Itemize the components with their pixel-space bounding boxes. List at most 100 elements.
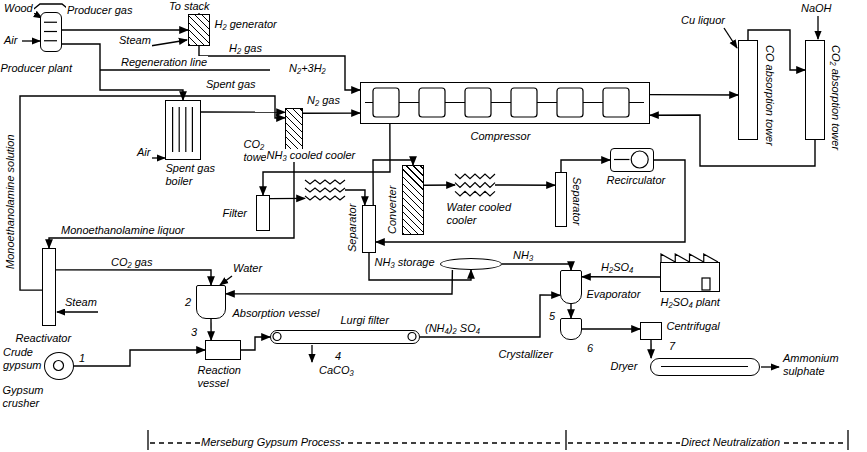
equipment-box: NH₃ cooled cooler [305,178,345,202]
callout-number: 3 [190,326,198,339]
flow-label: H₂ gas [228,42,263,55]
equipment-box: Reaction vessel [205,340,241,360]
flow-line [56,270,211,285]
input-label: Crude gypsum [2,346,42,372]
compressor-cylinder [419,88,445,117]
flow-line [303,112,360,114]
equipment-label: Water cooled cooler [446,201,528,227]
flow-line [650,115,815,166]
input-label: Cu liquor [680,14,726,27]
equipment-strokes [661,254,718,290]
coil-stroke [305,188,345,192]
callout-number: 5 [548,310,556,323]
flow-line [210,319,212,340]
equipment-label: H₂ generator [214,18,278,31]
equipment-label: Centrifugal [666,320,721,333]
flow-line [270,198,305,200]
flow-line [582,276,660,278]
flow-line [570,304,571,318]
equipment-strokes [305,180,345,200]
flow-line [74,350,205,366]
building-door [702,278,710,290]
coil-stroke [455,183,495,188]
input-label: Steam [118,34,152,47]
equipment-label: NH₃ storage [374,256,436,269]
equipment-strokes [614,151,648,168]
flow-label: NH₃ [512,249,534,262]
coil-stroke [455,174,495,179]
equipment-strokes [54,361,64,371]
equipment-label: Reaction vessel [197,364,259,390]
belt-roller [273,333,281,341]
equipment-label: Crystallizer [498,348,554,361]
callout-number: 7 [668,340,676,353]
equipment-label: CO absorption tower [763,44,776,147]
coil-stroke [455,191,495,196]
equipment-strokes [173,107,193,152]
flow-label: CO₂ gas [110,256,154,269]
equipment-box: Absorption vessel [196,285,226,319]
flow-label: N₂ gas [306,94,341,107]
regeneration-pipe [100,69,270,70]
flow-line [62,29,188,30]
equipment-box: Filter [256,195,270,231]
equipment-label: NH₃ cooled cooler [266,149,357,162]
flow-line [199,46,360,90]
input-label: Steam [64,296,98,309]
liquor-pipe [724,28,737,48]
flow-line [241,337,270,350]
equipment-detail [305,178,345,202]
bracket-tick [565,430,566,450]
flow-label: (NH₄)₂ SO₄ [424,322,481,335]
compressor-cylinder [465,88,491,117]
equipment-box: Gypsum crusher [44,352,74,380]
flow-line [650,340,651,358]
input-label: Air [136,146,151,159]
flow-line [582,328,640,329]
flow-line [495,184,555,186]
equipment-box: H₂ generator [188,14,210,46]
equipment-label: Lurgi filter [340,314,390,327]
compressor-cylinder [557,88,583,117]
equipment-label: Producer plant [0,62,73,75]
air-arrow [152,157,165,158]
steam-arrow [57,311,98,312]
equipment-detail [611,149,652,170]
equipment-label: Dryer [610,360,639,373]
equipment-label: Compressor [470,130,532,143]
equipment-box: H₂SO₄ plant [660,262,720,292]
coil-stroke [305,196,345,200]
coil-stroke [305,180,345,184]
flow-line [263,124,390,195]
input-label: Water [232,262,263,275]
flow-line [561,160,610,172]
callout-number: 2 [184,296,192,309]
flow-label: Monoethanolamine solution [4,133,17,270]
equipment-box: Lurgi filter [270,330,420,344]
bracket-tick [147,430,148,450]
equipment-detail [166,101,199,158]
equipment-detail [361,83,648,122]
producer-grate [44,22,57,23]
steam-arrow [150,40,187,46]
equipment-strokes [365,88,644,117]
flow-label: N₂+3H₂ [288,62,327,75]
equipment-box: Evaporator [560,270,582,304]
callout-number: 1 [78,352,86,365]
equipment-detail [661,263,718,290]
pump-shaft [614,159,629,160]
flow-label: Producer gas [66,4,133,17]
equipment-box: Compressor [360,82,650,124]
producer-grate [44,40,57,41]
boiler-tube [179,107,180,152]
compressor-cylinder [511,88,537,117]
equipment-strokes [273,333,416,341]
equipment-label: Separator [346,202,359,252]
equipment-strokes [455,174,495,196]
input-label: Wood [3,2,34,15]
flow-label: H₂SO₄ [600,261,634,274]
equipment-detail [455,172,495,198]
flow-line [201,111,285,113]
boiler-tube [172,107,173,152]
